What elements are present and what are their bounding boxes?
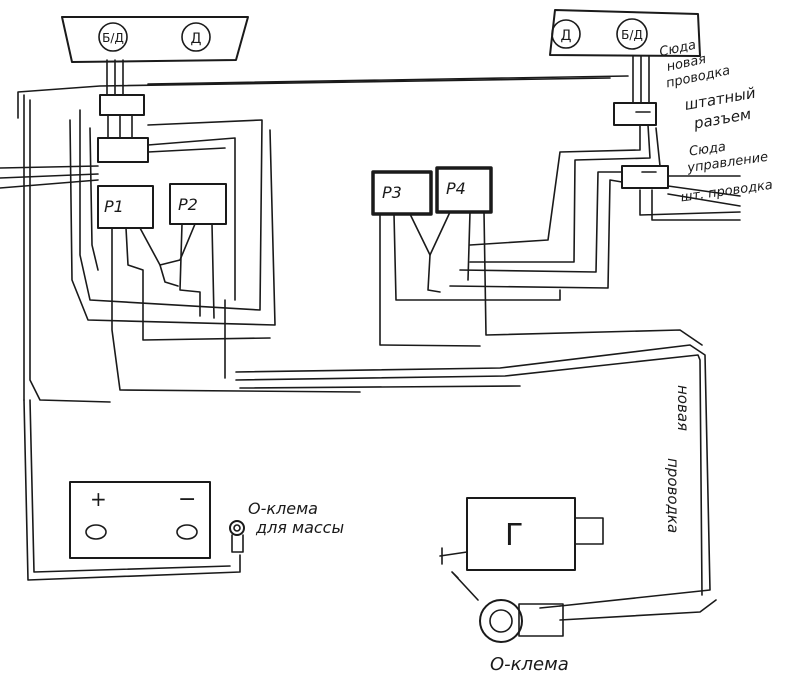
right-stock-connector xyxy=(613,102,657,126)
label-syuda-novaya-provodka: Сюда новая проводка xyxy=(658,38,732,92)
label-novaya-provodka: новая проводка xyxy=(664,385,692,533)
bottom-ring-terminal xyxy=(451,571,564,643)
relay-r2: Р2 xyxy=(169,183,227,225)
label-klema-massa-1: О-клема xyxy=(248,499,318,518)
relay-r4-label: Р4 xyxy=(446,179,466,198)
relay-r1: Р1 xyxy=(97,185,154,229)
relay-r1-label: Р1 xyxy=(104,197,124,216)
right-control-connector xyxy=(621,165,669,189)
right-lamp-2-label: Б/Д xyxy=(621,28,643,42)
label-klema-bottom: О-клема xyxy=(490,654,569,675)
relay-r4: Р4 xyxy=(435,166,493,214)
left-lamp-2-label: Д xyxy=(191,31,202,47)
relay-r2-label: Р2 xyxy=(178,195,198,214)
left-headlamp-connector xyxy=(99,94,145,116)
label-shtatnyi-razem: штатный разъем xyxy=(683,84,757,133)
label-klema-massa-2: для массы xyxy=(255,518,344,537)
ground-ring-terminal xyxy=(229,520,245,553)
left-connectors xyxy=(97,59,149,163)
right-headlamp-lamp-1: Д xyxy=(551,19,581,49)
generator: Г xyxy=(439,497,604,571)
left-headlamp-lamp-1: Б/Д xyxy=(98,22,128,52)
right-headlamp-lamp-2: Б/Д xyxy=(616,18,648,50)
label-sht-provodka: шт. проводка xyxy=(680,178,774,206)
left-lamp-1-label: Б/Д xyxy=(102,31,124,45)
right-lamp-1-label: Д xyxy=(561,28,572,44)
battery: + − xyxy=(69,481,211,559)
relay-r3: Р3 xyxy=(371,170,433,216)
left-headlamp-lamp-2: Д xyxy=(181,22,211,52)
left-headlamp: Б/Д Д xyxy=(61,16,249,63)
generator-symbol: Г xyxy=(505,518,523,553)
generator-pulley xyxy=(574,517,604,545)
relay-r3-label: Р3 xyxy=(382,183,402,202)
label-novaya-2: проводка xyxy=(664,458,682,533)
battery-minus: − xyxy=(178,487,196,512)
right-connectors xyxy=(613,55,669,189)
battery-plus: + xyxy=(90,487,107,511)
wire-harness xyxy=(0,75,741,621)
left-harness-connector xyxy=(97,137,149,163)
label-klema-massa: О-клема для массы xyxy=(248,499,344,537)
label-syuda-upr-1: Сюда xyxy=(688,140,727,160)
label-novaya-1: новая xyxy=(674,385,692,431)
right-headlamp: Д Б/Д xyxy=(549,9,701,57)
label-syuda-upravlenie: Сюда управление xyxy=(685,140,769,177)
